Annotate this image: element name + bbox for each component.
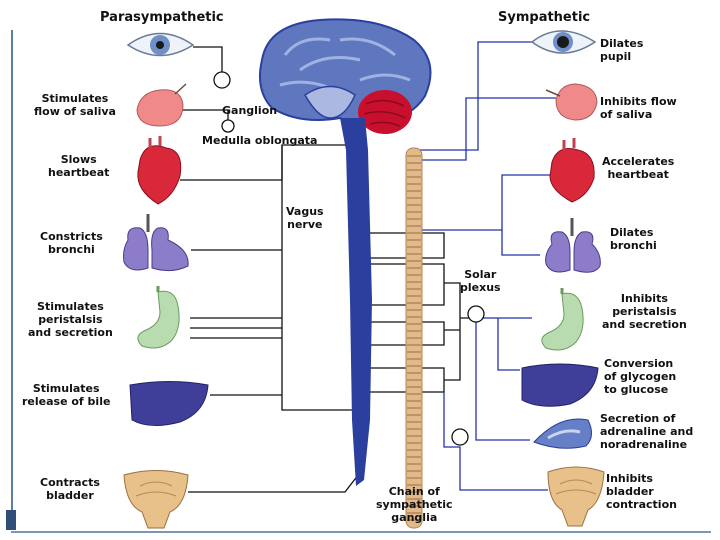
- bladder-left-icon: [123, 470, 189, 529]
- effect-stimulates-peristalsis: Stimulates peristalsis and secretion: [28, 300, 113, 339]
- stomach-left-icon: [137, 286, 180, 349]
- effect-contracts-bladder: Contracts bladder: [40, 476, 100, 502]
- solar-plexus-ganglion-icon: [467, 305, 485, 323]
- chain-of-sympathetic-ganglia-label: Chain of sympathetic ganglia: [376, 485, 453, 524]
- lungs-right-icon: [545, 218, 601, 273]
- solar-plexus-links: [444, 282, 476, 381]
- slide-left-rule-cap: [6, 510, 16, 530]
- eye-right-icon: [530, 30, 597, 54]
- effect-slows-heartbeat: Slows heartbeat: [48, 153, 110, 179]
- connector-stomach-right: [476, 317, 532, 371]
- medulla-oblongata-label: Medulla oblongata: [202, 134, 318, 147]
- connector-heart-left: [180, 144, 358, 181]
- sympathetic-chain: [405, 147, 423, 529]
- effect-accelerates-heartbeat: Accelerates heartbeat: [602, 155, 675, 181]
- effect-dilates-bronchi: Dilates bronchi: [610, 226, 657, 252]
- connector-bladder-right: [443, 392, 548, 491]
- liver-left-icon: [129, 381, 209, 426]
- bladder-right-icon: [547, 466, 605, 527]
- chain-link-1: [363, 232, 445, 259]
- effect-glycogen-conversion: Conversion of glycogen to glucose: [604, 357, 677, 396]
- slide-left-rule: [11, 30, 13, 530]
- heart-right-icon: [549, 138, 595, 203]
- vagus-nerve-label: Vagus nerve: [286, 205, 324, 231]
- slide-bottom-rule: [11, 531, 711, 533]
- effect-constricts-bronchi: Constricts bronchi: [40, 230, 103, 256]
- sympathetic-connectors: [420, 41, 556, 491]
- ganglion-saliva-icon: [221, 119, 235, 133]
- salivary-gland-left-icon: [136, 83, 187, 127]
- parasympathetic-header: Parasympathetic: [100, 10, 224, 25]
- connector-eye-left: [193, 46, 223, 80]
- ganglion-eye-icon: [213, 71, 231, 89]
- effect-inhibits-peristalsis: Inhibits peristalsis and secretion: [602, 292, 687, 331]
- chain-link-3: [363, 321, 445, 346]
- chain-link-2: [363, 263, 445, 306]
- connector-bladder-left: [188, 469, 363, 493]
- heart-left-icon: [137, 136, 182, 205]
- chain-ganglia-ticks: [407, 155, 421, 521]
- brain-icon: [259, 18, 432, 134]
- connector-stomach-left: [190, 317, 282, 339]
- connector-adrenal-right: [475, 318, 530, 441]
- effect-inhibits-bladder: Inhibits bladder contraction: [606, 472, 677, 511]
- liver-right-icon: [521, 363, 599, 407]
- effect-stimulates-bile: Stimulates release of bile: [22, 382, 111, 408]
- effect-inhibits-saliva: Inhibits flow of saliva: [600, 95, 677, 121]
- ganglion-label: Ganglion: [222, 104, 278, 117]
- connector-saliva-right: [420, 97, 556, 161]
- sympathetic-header: Sympathetic: [498, 10, 591, 25]
- connector-eye-right: [420, 41, 545, 151]
- connector-heart-right: [501, 174, 556, 256]
- solar-plexus-label: Solar plexus: [460, 268, 501, 294]
- chain-link-4: [363, 367, 445, 393]
- effect-adrenaline-secretion: Secretion of adrenaline and noradrenalin…: [600, 412, 694, 451]
- adrenal-gland-icon: [533, 418, 592, 449]
- bladder-ganglion-icon: [451, 428, 469, 446]
- effect-stimulates-saliva: Stimulates flow of saliva: [34, 92, 116, 118]
- salivary-gland-right-icon: [545, 83, 598, 121]
- vagus-trunk: [281, 145, 358, 411]
- effect-dilates-pupil: Dilates pupil: [600, 37, 644, 63]
- spinal-cord: [340, 118, 372, 486]
- lungs-left-icon: [123, 214, 189, 272]
- stomach-right-icon: [541, 288, 584, 351]
- eye-left-icon: [126, 32, 195, 57]
